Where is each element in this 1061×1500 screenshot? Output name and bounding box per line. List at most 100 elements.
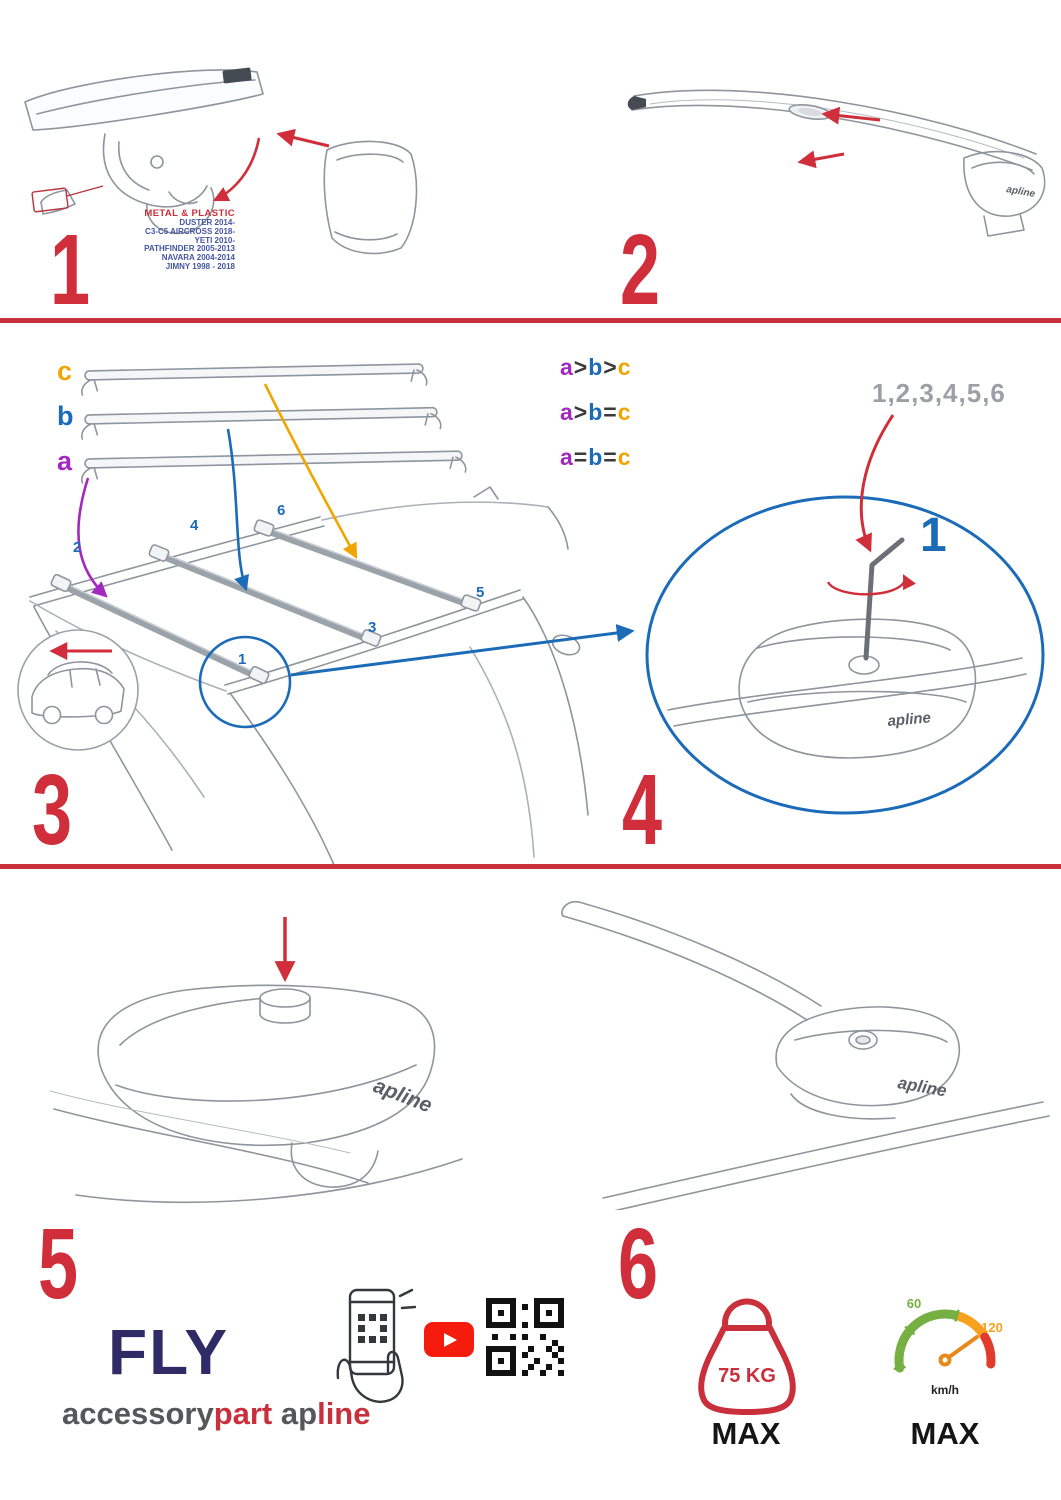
- speed-high: 120: [981, 1320, 1003, 1335]
- clamp-mechanism: [102, 133, 215, 235]
- formula-token: =: [573, 444, 588, 470]
- magnifier-circle: [198, 635, 292, 729]
- foot-assembly: [963, 150, 1046, 237]
- section-divider-2: [0, 864, 1061, 869]
- roof-bar-middle: [148, 544, 382, 647]
- rail-line: [53, 1108, 369, 1184]
- step1-illustration: [24, 67, 418, 255]
- step-number-2: 2: [620, 214, 660, 326]
- lock-knob: [259, 988, 311, 1024]
- slot-insert-arrow: [821, 106, 881, 125]
- roof-antenna: [473, 486, 499, 500]
- phone-scan-icon: [336, 1288, 416, 1403]
- bar-label-b: b: [57, 401, 74, 431]
- formula-row-2: a>b=c: [560, 401, 631, 424]
- roof-bar-rear: [253, 519, 482, 612]
- vehicle-compatibility: METAL & PLASTIC DUSTER 2014- C3-C5 AIRCR…: [90, 208, 235, 272]
- step6-illustration: apline: [561, 900, 1050, 1210]
- formula-row-1: a>b>c: [560, 356, 631, 379]
- weight-value: 75 KG: [718, 1365, 776, 1387]
- formula-token: =: [603, 444, 617, 470]
- formula-token: =: [603, 399, 617, 425]
- crossbar-top-edge: [633, 89, 1037, 155]
- step2-illustration: apline: [627, 89, 1046, 237]
- roof-position-5: 5: [476, 584, 485, 601]
- bar-a-guide-arrow: [77, 477, 108, 598]
- roof-position-3: 3: [368, 619, 377, 636]
- speed-unit: km/h: [931, 1383, 959, 1397]
- step4-illustration: apline: [645, 414, 1045, 815]
- step-number-5: 5: [38, 1208, 78, 1320]
- roof-bar-front: [50, 573, 270, 685]
- loose-bar-a: [81, 450, 467, 484]
- foot-cover: [97, 984, 436, 1147]
- formula-token: a: [560, 399, 573, 425]
- clamp-bracket: [40, 189, 76, 215]
- rotate-arrow: [826, 574, 916, 596]
- metal-part-callout: [31, 187, 69, 213]
- roof-position-4: 4: [190, 517, 199, 534]
- rail-line: [602, 1101, 1044, 1199]
- brand-logo: accessorypart apline: [62, 1398, 370, 1429]
- formula-token: b: [588, 444, 603, 470]
- brand-line: line: [317, 1396, 371, 1431]
- formula-token: >: [573, 399, 588, 425]
- bar-c-guide-arrow: [263, 383, 358, 560]
- gauge-needle: [943, 1335, 979, 1362]
- roof-position-1: 1: [238, 651, 247, 668]
- product-name: FLY: [108, 1316, 229, 1388]
- formula-token: >: [603, 354, 617, 380]
- step-number-4: 4: [622, 754, 662, 866]
- a-pillar-right: [229, 692, 335, 866]
- insert-guide-arrow: [212, 137, 261, 202]
- model-item: PATHFINDER 2005-2013: [144, 244, 235, 254]
- formula-token: c: [617, 399, 631, 425]
- material-label: METAL & PLASTIC: [144, 208, 235, 219]
- formula-token: b: [588, 354, 603, 380]
- formula-token: a: [560, 354, 573, 380]
- brand-part: part: [213, 1396, 273, 1431]
- formula-token: a: [560, 444, 573, 470]
- model-list: DUSTER 2014- C3-C5 AIRCROSS 2018- YETI 2…: [90, 218, 235, 272]
- loose-bar-c: [81, 363, 428, 396]
- sequence-guide-arrow: [855, 414, 895, 553]
- brand-accessory: accessory: [62, 1396, 214, 1431]
- speedometer-icon: 60 120 km/h: [893, 1296, 1003, 1397]
- crossbar-line: [562, 915, 808, 1021]
- step-number-1: 1: [50, 214, 90, 326]
- weight-body: [698, 1325, 796, 1415]
- weight-max-icon: 75 KG: [698, 1298, 796, 1415]
- formula-token: b: [588, 399, 603, 425]
- formula-token: c: [617, 354, 631, 380]
- model-item: NAVARA 2004-2014: [161, 253, 235, 263]
- model-item: JIMNY 1998 - 2018: [165, 261, 235, 271]
- tighten-sequence: 1,2,3,4,5,6: [872, 378, 1006, 408]
- model-item: YETI 2010-: [194, 235, 235, 245]
- loose-bar-b: [81, 406, 442, 440]
- section-divider-1: [0, 318, 1061, 323]
- weight-max-label: MAX: [711, 1416, 781, 1451]
- bar-insert-arrow: [797, 150, 845, 169]
- youtube-play-triangle: [444, 1332, 457, 1347]
- formula-row-3: a=b=c: [560, 446, 631, 469]
- model-item: DUSTER 2014-: [179, 218, 235, 227]
- gauge-red-arc: [980, 1332, 996, 1369]
- step5-illustration: apline: [49, 917, 463, 1204]
- speed-max-label: MAX: [910, 1416, 980, 1451]
- zoom-pointer-arrow: [290, 624, 635, 677]
- step-number-6: 6: [618, 1208, 658, 1320]
- car-direction-inset: [17, 629, 139, 751]
- body-side: [522, 596, 589, 816]
- plastic-cover: [323, 140, 418, 255]
- weight-handle: [722, 1298, 772, 1333]
- qr-code: [486, 1298, 564, 1376]
- bar-label-a: a: [57, 446, 73, 476]
- step3-illustration: [17, 363, 635, 866]
- rail-line: [667, 657, 1023, 711]
- bar-end-insert: [222, 67, 252, 84]
- side-mirror: [551, 634, 581, 656]
- allen-key: [863, 537, 905, 661]
- cover-to-bar-arrow: [276, 128, 330, 148]
- apline-logo: apline: [887, 709, 932, 730]
